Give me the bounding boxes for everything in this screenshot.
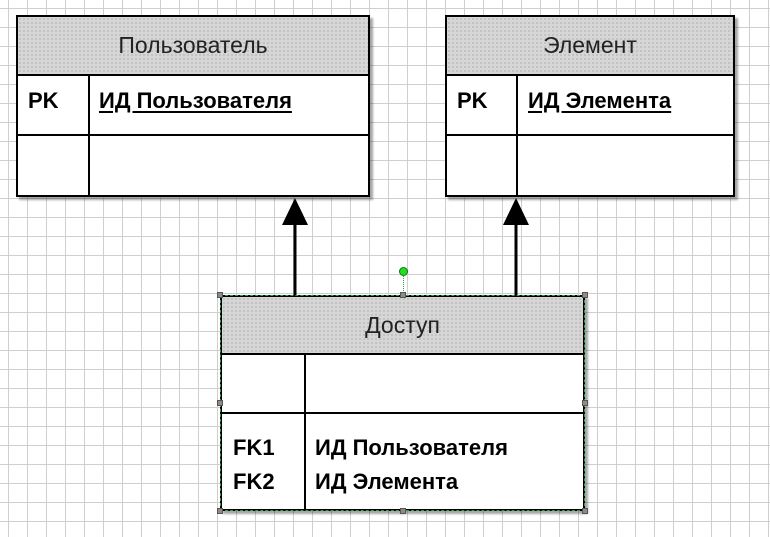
- resize-handle-top-left[interactable]: [217, 292, 223, 298]
- entity-access[interactable]: Доступ FK1 FK2 ИД Пользователя ИД Элемен…: [220, 295, 585, 511]
- fk-labels: FK1 FK2: [233, 431, 275, 499]
- resize-handle-top[interactable]: [400, 292, 406, 298]
- entity-access-header: Доступ: [222, 297, 583, 355]
- fk-field-element-id: ИД Элемента: [315, 469, 459, 494]
- row-divider: [18, 134, 368, 136]
- pk-field-element-id: ИД Элемента: [528, 88, 672, 113]
- rotation-guide: [403, 274, 404, 295]
- fk2-label: FK2: [233, 469, 275, 494]
- fk1-label: FK1: [233, 435, 275, 460]
- resize-handle-left[interactable]: [217, 400, 223, 406]
- pk-field-user-id: ИД Пользователя: [99, 88, 292, 113]
- rotation-handle[interactable]: [399, 267, 408, 276]
- entity-element-title: Элемент: [543, 32, 637, 58]
- column-divider: [304, 353, 306, 509]
- resize-handle-bottom[interactable]: [400, 508, 406, 514]
- row-divider: [447, 134, 733, 136]
- arrowhead-user: [282, 198, 308, 225]
- resize-handle-bottom-right[interactable]: [582, 508, 588, 514]
- pk-label: PK: [28, 88, 59, 113]
- pk-label: PK: [457, 88, 488, 113]
- entity-access-title: Доступ: [365, 311, 440, 338]
- fk-field-user-id: ИД Пользователя: [315, 435, 508, 460]
- entity-user[interactable]: Пользователь PK ИД Пользователя: [16, 15, 370, 197]
- entity-user-title: Пользователь: [118, 32, 268, 58]
- fk-fields: ИД Пользователя ИД Элемента: [315, 431, 508, 499]
- resize-handle-right[interactable]: [582, 400, 588, 406]
- entity-element[interactable]: Элемент PK ИД Элемента: [445, 15, 735, 197]
- resize-handle-top-right[interactable]: [582, 292, 588, 298]
- arrowhead-element: [503, 198, 529, 225]
- entity-user-header: Пользователь: [18, 17, 368, 76]
- row-divider: [222, 412, 583, 414]
- entity-element-header: Элемент: [447, 17, 733, 76]
- resize-handle-bottom-left[interactable]: [217, 508, 223, 514]
